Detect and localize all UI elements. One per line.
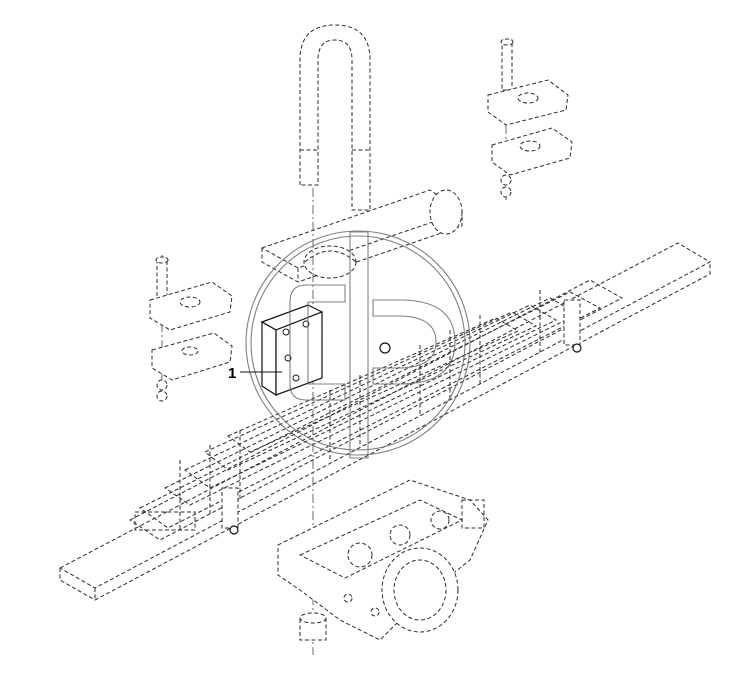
spring-clip-right bbox=[563, 299, 582, 353]
upper-bracket bbox=[260, 189, 464, 283]
part-1-plate bbox=[260, 304, 391, 397]
u-bolt bbox=[299, 24, 371, 211]
leaf-spring bbox=[58, 242, 712, 601]
axle-housing bbox=[277, 479, 489, 641]
watermark-logo bbox=[245, 230, 471, 459]
callout-1: 1 bbox=[228, 365, 282, 382]
clamp-assembly-left bbox=[149, 256, 233, 402]
clamp-assembly-right bbox=[487, 38, 573, 198]
callout-label: 1 bbox=[228, 365, 236, 382]
spring-clip-left bbox=[221, 487, 239, 535]
bottom-nut bbox=[299, 612, 327, 641]
